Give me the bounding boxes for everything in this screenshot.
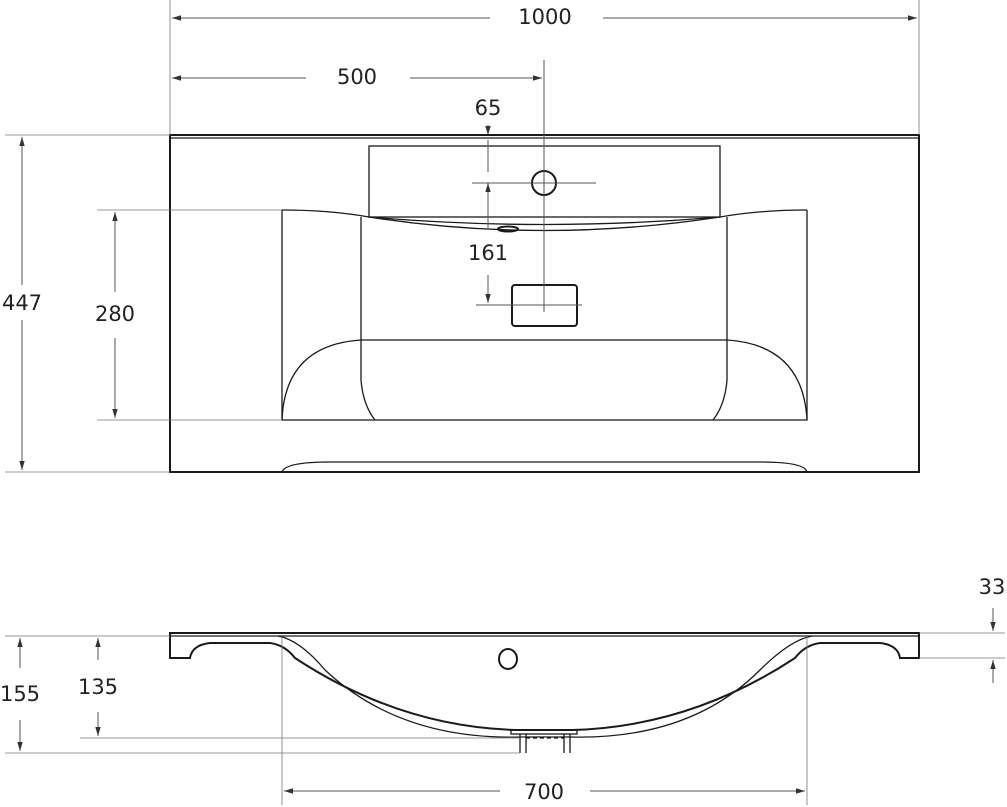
dim-overall-height: 155 xyxy=(0,682,40,706)
front-lip xyxy=(281,461,808,473)
dim-overall-depth: 447 xyxy=(2,291,42,315)
dim-overall-width: 1000 xyxy=(518,5,571,29)
dim-drain-offset: 161 xyxy=(468,241,508,265)
dim-bowl-width: 700 xyxy=(524,780,564,804)
dim-bowl-height: 135 xyxy=(78,675,118,699)
overflow-slot xyxy=(497,225,519,233)
dim-half-width: 500 xyxy=(337,65,377,89)
tap-hole-side xyxy=(498,648,518,670)
bowl-floor xyxy=(281,339,808,421)
basin-outline xyxy=(281,210,808,421)
top-view: 1000 500 65 161 447 280 xyxy=(2,0,920,473)
dim-bowl-depth: 280 xyxy=(95,302,135,326)
side-view: 33 155 135 700 xyxy=(0,575,1005,805)
dim-slab-thickness: 33 xyxy=(979,575,1006,599)
drain-flange xyxy=(510,729,578,735)
dim-tap-hole-offset: 65 xyxy=(475,96,502,120)
